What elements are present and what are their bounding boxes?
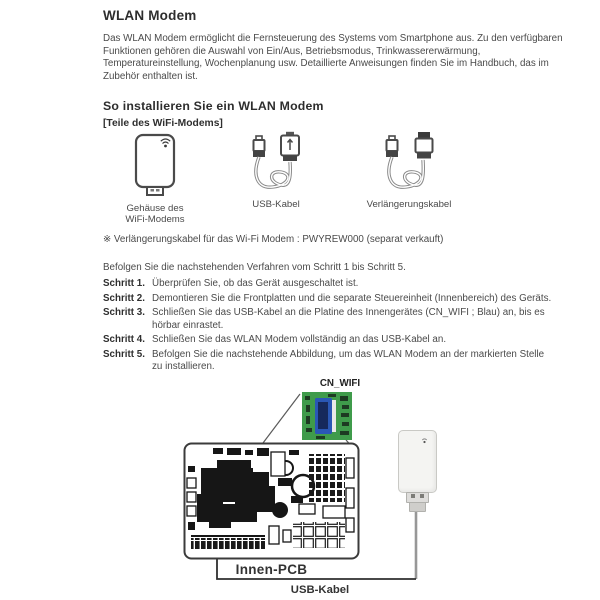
extension-cable-icon bbox=[385, 131, 434, 189]
page-title: WLAN Modem bbox=[103, 8, 197, 23]
usb-cable-label: USB-Kabel bbox=[290, 584, 350, 597]
inner-pcb-label: Innen-PCB bbox=[235, 562, 308, 578]
step-1: Schritt 1. Überprüfen Sie, ob das Gerät … bbox=[103, 278, 570, 290]
step-3-label: Schritt 3. bbox=[103, 307, 145, 319]
step-3-text: Schließen Sie das USB-Kabel an die Plati… bbox=[152, 307, 545, 331]
part-extension-cable: Verlängerungskabel bbox=[339, 131, 479, 211]
intro-paragraph: Das WLAN Modem ermöglicht die Fernsteuer… bbox=[103, 33, 563, 82]
step-5: Schritt 5. Befolgen Sie die nachstehende… bbox=[103, 349, 570, 373]
inner-pcb-illustration bbox=[183, 442, 360, 560]
part-usb-cable: USB-Kabel bbox=[216, 131, 336, 211]
extension-cable-note: ※ Verlängerungskabel für das Wi-Fi Modem… bbox=[103, 233, 444, 245]
part-label-housing: Gehäuse des WiFi-Modems bbox=[125, 202, 185, 226]
wifi-modem-housing-icon bbox=[134, 133, 176, 196]
step-1-text: Überprüfen Sie, ob das Gerät ausgeschalt… bbox=[152, 277, 359, 289]
cn-wifi-connector-closeup bbox=[302, 392, 352, 441]
modem-usb-plug bbox=[409, 502, 426, 513]
step-1-label: Schritt 1. bbox=[103, 277, 145, 289]
step-4-label: Schritt 4. bbox=[103, 334, 145, 346]
step-3: Schritt 3. Schließen Sie das USB-Kabel a… bbox=[103, 307, 570, 331]
wifi-icon bbox=[160, 138, 171, 148]
wifi-icon bbox=[421, 438, 428, 444]
part-housing: Gehäuse des WiFi-Modems bbox=[96, 133, 214, 226]
usb-cable-icon bbox=[252, 131, 300, 189]
cn-wifi-label: CN_WIFI bbox=[319, 378, 361, 390]
installation-diagram: CN_WIFI bbox=[103, 376, 573, 600]
step-5-label: Schritt 5. bbox=[103, 349, 145, 361]
step-2: Schritt 2. Demontieren Sie die Frontplat… bbox=[103, 293, 570, 305]
step-2-text: Demontieren Sie die Frontplatten und die… bbox=[152, 292, 552, 304]
part-label-usb-cable: USB-Kabel bbox=[252, 198, 300, 210]
step-4: Schritt 4. Schließen Sie das WLAN Modem … bbox=[103, 334, 570, 346]
parts-row: Gehäuse des WiFi-Modems USB-Kabel bbox=[103, 131, 573, 225]
step-4-text: Schließen Sie das WLAN Modem vollständig… bbox=[152, 334, 447, 346]
wlan-modem-illustration bbox=[398, 430, 437, 494]
procedure-intro: Befolgen Sie die nachstehenden Verfahren… bbox=[103, 261, 406, 273]
parts-heading: [Teile des WiFi-Modems] bbox=[103, 117, 223, 129]
step-2-label: Schritt 2. bbox=[103, 292, 145, 304]
part-label-extension-cable: Verlängerungskabel bbox=[366, 198, 452, 210]
step-5-text: Befolgen Sie die nachstehende Abbildung,… bbox=[152, 349, 545, 373]
section-title: So installieren Sie ein WLAN Modem bbox=[103, 98, 324, 113]
